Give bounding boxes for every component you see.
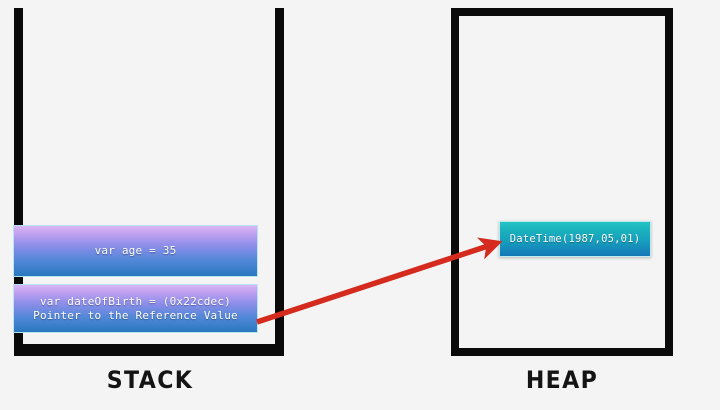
stack-container [14,8,284,356]
stack-frame-dateofbirth-line-1: var dateOfBirth = (0x22cdec) [39,294,232,308]
stack-floor [14,344,284,356]
stack-frame-dateofbirth: var dateOfBirth = (0x22cdec) Pointer to … [13,284,258,333]
stack-frame-age-line-1: var age = 35 [94,244,177,257]
stack-right-wall [275,8,284,356]
heap-object-datetime: DateTime(1987,05,01) [499,221,651,257]
stack-frame-age: var age = 35 [13,225,258,277]
heap-caption: HEAP [525,366,599,394]
heap-container [451,8,673,356]
stack-caption: STACK [106,366,194,394]
stack-frame-dateofbirth-line-2: Pointer to the Reference Value [33,308,238,322]
stack-left-wall [14,8,23,356]
